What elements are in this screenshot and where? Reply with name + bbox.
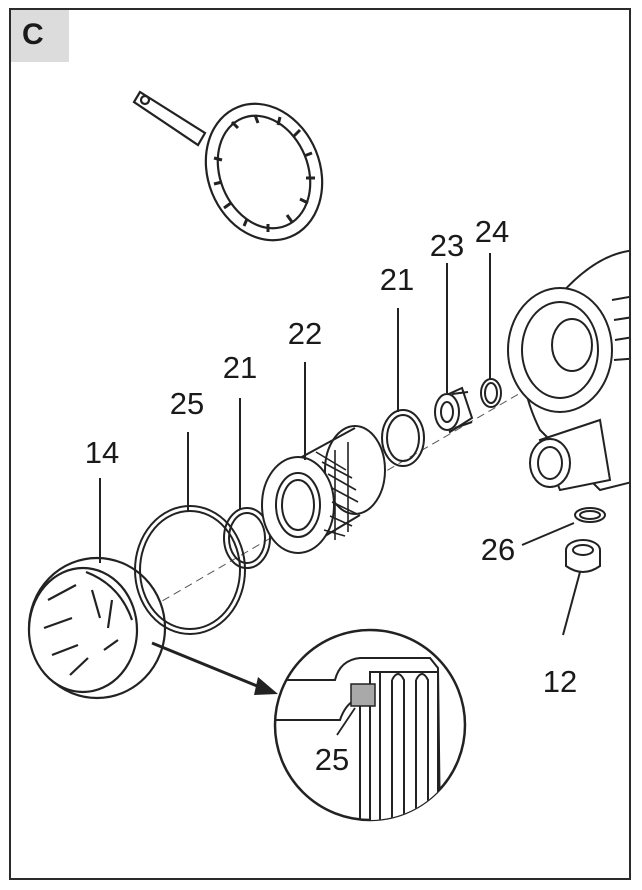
pump-housing-part [507,249,629,492]
tiny-o-ring-part [480,378,502,408]
small-o-ring-left-part [223,507,271,569]
label-detail-25: 25 [315,742,349,777]
end-cap-part [27,556,167,700]
label-part-21-right: 21 [380,262,414,297]
label-part-23: 23 [430,228,464,263]
leader-lines [99,253,581,636]
section-letter: C [22,18,44,51]
assembly-axis [94,369,561,641]
label-part-25: 25 [170,386,204,421]
detail-magnifier [273,628,467,822]
drain-plug-part [565,539,601,573]
section-badge [11,10,69,62]
detail-callout-arrow [151,641,278,695]
label-part-26: 26 [481,532,515,567]
spanner-wrench [132,90,324,242]
label-part-22: 22 [288,316,322,351]
label-part-21-left: 21 [223,350,257,385]
threaded-nut-part [434,386,474,434]
small-o-ring-right-part [381,409,425,467]
label-part-12: 12 [543,664,577,699]
filter-cartridge-part [261,425,386,554]
label-part-14: 14 [85,435,119,470]
washer-part [574,507,606,523]
large-o-ring-part [134,505,246,635]
part-labels: 14 25 21 22 21 23 24 26 12 25 [85,214,577,777]
label-part-24: 24 [475,214,509,249]
